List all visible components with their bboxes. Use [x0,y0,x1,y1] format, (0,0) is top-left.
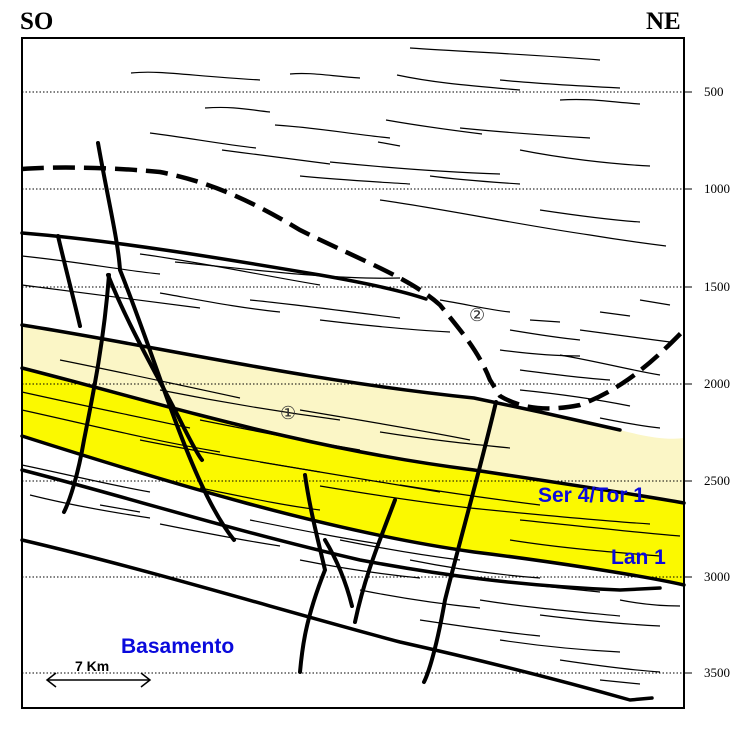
pale-yellow-unit [22,325,684,503]
unit-label-basamento: Basamento [121,635,235,658]
direction-label-northeast: NE [646,8,681,35]
depth-tick-label-1000: 1000 [704,181,730,196]
depth-tick-label-1500: 1500 [704,279,730,294]
direction-label-southwest: SO [20,8,54,35]
scale-bar-label: 7 Km [75,658,110,674]
depth-tick-label-500: 500 [704,84,724,99]
dashed-horizon [21,165,686,411]
section-frame [21,37,685,709]
scale-bar-arrow [45,672,152,688]
thick-horizons [20,231,686,702]
depth-tick-label-2000: 2000 [704,376,730,391]
thin-reflectors [21,47,681,685]
depth-tick-label-3500: 3500 [704,665,730,680]
depth-tick-label-2500: 2500 [704,473,730,488]
yellow-unit [22,368,684,585]
unit-label-ser4-tor1: Ser 4/Tor 1 [538,484,645,507]
depth-tick-marks [684,91,692,674]
marker-circled-one: ① [280,403,297,424]
unit-label-lan1: Lan 1 [611,546,666,569]
marker-circled-two: ② [469,305,486,326]
depth-tick-label-3000: 3000 [704,569,730,584]
faults [56,141,498,684]
